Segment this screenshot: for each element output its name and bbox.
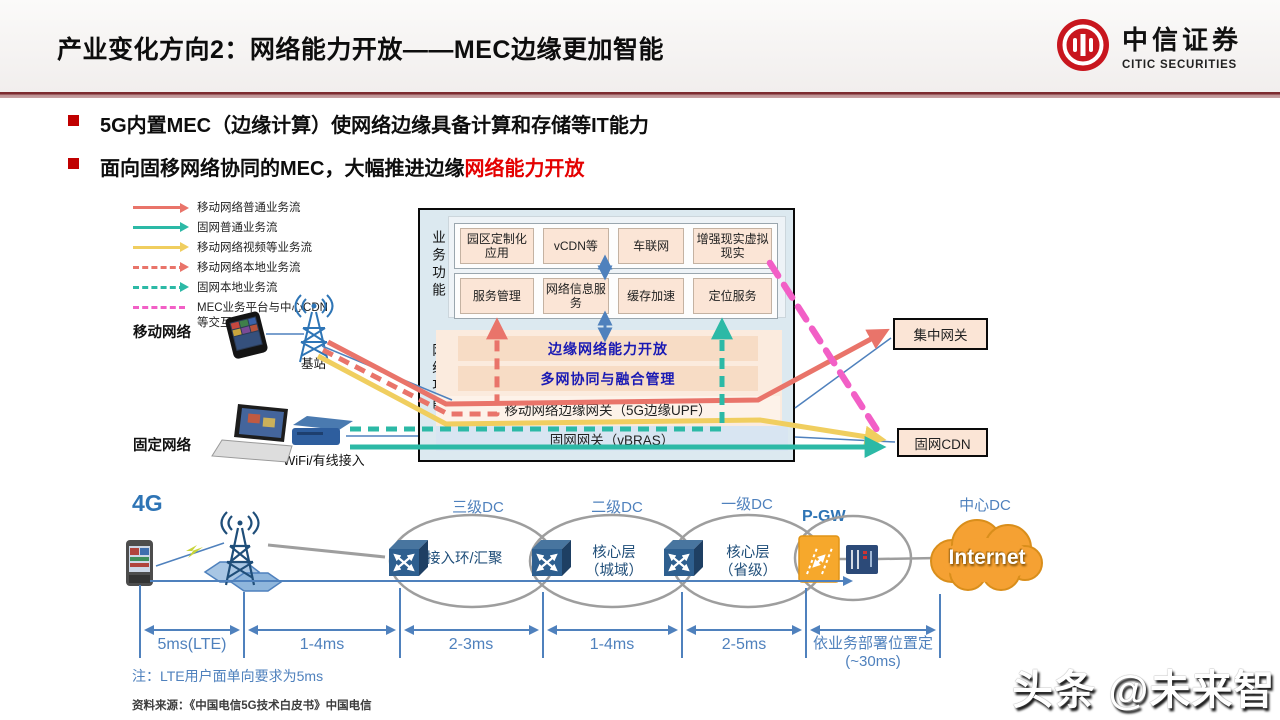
pgw-switch-icon [798, 535, 840, 583]
mec-cdn-flow-icon [133, 305, 185, 309]
segment-label: 1-4ms [589, 636, 635, 653]
mec-platform-box: 业务功能 网络功能 园区定制化应用 vCDN等 车联网 增强现实虚拟现实 服务管… [418, 208, 795, 462]
dc3-label: 三级DC [452, 499, 504, 516]
mobile-gateway-bar: 移动网络边缘网关（5G边缘UPF） [436, 396, 780, 421]
tech-4g-label: 4G [132, 490, 163, 516]
legend-item: 移动网络普通业务流 [133, 201, 363, 216]
bullet-1: 5G内置MEC（边缘计算）使网络边缘具备计算和存储等IT能力 [68, 109, 649, 138]
legend-item: 移动网络视频等业务流 [133, 241, 363, 256]
service-cell: 定位服务 [693, 278, 772, 314]
core-province-label: 核心层 （省级） [719, 545, 777, 580]
segment-label: 1-4ms [299, 636, 345, 653]
mobile-flow-arrow-icon [133, 202, 189, 213]
watermark: 头条 @未来智库 [1012, 667, 1276, 713]
service-cell: 缓存加速 [618, 278, 685, 314]
bullet-2: 面向固移网络协同的MEC，大幅推进边缘网络能力开放 [68, 152, 585, 181]
base-station-label: 基站 [301, 357, 327, 371]
mobile-network-label: 移动网络 [133, 325, 191, 341]
video-flow-arrow-icon [133, 242, 189, 253]
dc1-label: 一级DC [721, 496, 773, 513]
page-title: 产业变化方向2：网络能力开放——MEC边缘更加智能 [57, 36, 664, 64]
segment-label: 2-5ms [721, 636, 767, 653]
app-row: 园区定制化应用 vCDN等 车联网 增强现实虚拟现实 [454, 223, 778, 269]
source-citation: 资料来源：《中国电信5G技术白皮书》中国电信 [132, 700, 372, 712]
app-cell: 车联网 [618, 228, 685, 264]
wifi-access-label: WiFi/有线接入 [283, 453, 365, 468]
core-router-icon [846, 545, 878, 574]
4g-tower-icon [203, 511, 283, 592]
service-cell: 网络信息服务 [542, 278, 609, 314]
legend-item: 固网普通业务流 [133, 221, 363, 236]
legend-item: 移动网络本地业务流 [133, 261, 363, 276]
router-icon [292, 416, 353, 445]
central-dc-label: 中心DC [959, 497, 1011, 514]
4g-phone-icon [126, 540, 153, 586]
lightning-icon [186, 545, 203, 558]
fixed-network-label: 固定网络 [133, 438, 191, 454]
pgw-label: P-GW [802, 508, 846, 525]
app-cell: vCDN等 [542, 228, 609, 264]
bullet-1-text: 5G内置MEC（边缘计算）使网络边缘具备计算和存储等IT能力 [100, 115, 649, 137]
footnote: 注：LTE用户面单向要求为5ms [132, 668, 324, 684]
service-row: 服务管理 网络信息服务 缓存加速 定位服务 [454, 273, 778, 319]
brand-logo: 中信证券 CITIC SECURITIES [1056, 18, 1242, 72]
app-cell: 园区定制化应用 [460, 228, 534, 264]
logo-text: 中信证券 CITIC SECURITIES [1122, 20, 1242, 71]
legend-item: 固网本地业务流 [133, 281, 363, 296]
fixed-flow-arrow-icon [133, 222, 189, 233]
bullet-square-icon [68, 158, 79, 169]
segment-label: 2-3ms [448, 636, 494, 653]
access-ring-label: 接入环/汇聚 [426, 551, 503, 567]
flow-legend: 移动网络普通业务流 固网普通业务流 移动网络视频等业务流 移动网络本地业务流 固… [133, 201, 363, 336]
business-functions-label: 业务功能 [430, 230, 445, 300]
segment-label: 依业务部署位置定 (~30ms) [812, 635, 933, 670]
fixed-cdn-box: 固网CDN [897, 428, 988, 457]
app-cell: 增强现实虚拟现实 [693, 228, 772, 264]
bullet-2-highlight: 网络能力开放 [464, 158, 585, 180]
dc2-label: 二级DC [591, 499, 643, 516]
pgw-ellipse [793, 514, 913, 602]
segment-label: 5ms(LTE) [157, 636, 227, 653]
core-metro-label: 核心层 （城域） [585, 545, 643, 580]
bullet-2-text: 面向固移网络协同的MEC，大幅推进边缘 [100, 158, 465, 180]
multi-network-bar: 多网协同与融合管理 [458, 366, 758, 391]
edge-capability-bar: 边缘网络能力开放 [458, 336, 758, 361]
header-rule [0, 92, 1280, 98]
laptop-icon [211, 404, 293, 463]
header: 产业变化方向2：网络能力开放——MEC边缘更加智能 中信证券 CITIC SEC… [0, 0, 1280, 92]
fixed-local-flow-arrow-icon [133, 282, 189, 293]
central-gateway-box: 集中网关 [893, 318, 988, 350]
mobile-local-flow-arrow-icon [133, 262, 189, 273]
citic-logo-icon [1056, 19, 1109, 71]
bullet-square-icon [68, 115, 79, 126]
service-cell: 服务管理 [460, 278, 534, 314]
fixed-gateway-bar: 固网网关（vBRAS） [436, 426, 788, 451]
internet-label: Internet [948, 546, 1026, 569]
logo-name-en: CITIC SECURITIES [1121, 58, 1238, 71]
logo-name-cn: 中信证券 [1121, 25, 1242, 55]
